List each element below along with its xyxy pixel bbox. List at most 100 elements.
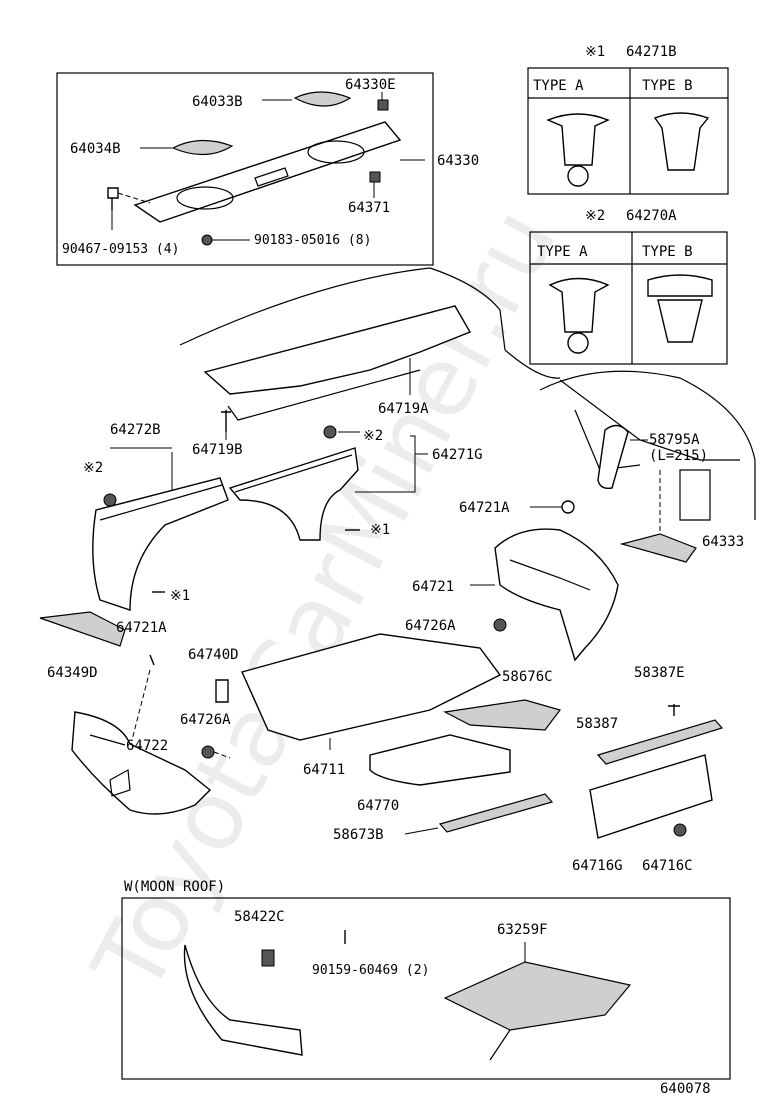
part-64740D-shape: [215, 679, 229, 703]
legend-clip1-type-b: TYPE B: [642, 78, 693, 94]
part-64722-shape: [71, 711, 212, 815]
part-64719A-shape: [203, 305, 472, 395]
legend-clip1-type-a: TYPE A: [533, 78, 584, 94]
screw-90467: [107, 187, 119, 210]
part-64711-shape: [241, 633, 502, 741]
legend-clip1-box: [527, 67, 729, 195]
speaker-opening-right: [307, 140, 365, 164]
label-64716C: 64716C: [642, 858, 693, 874]
rear-trim-panel: 58387E 58387 64716G 64716C: [572, 665, 724, 874]
label-64711: 64711: [303, 762, 345, 778]
label-64034B: 64034B: [70, 141, 121, 157]
label-64716G: 64716G: [572, 858, 623, 874]
clip2-type-b-shape: [657, 299, 703, 343]
label-90183: 90183-05016 (8): [254, 233, 371, 248]
part-58673B-shape: [438, 793, 554, 833]
clip2-type-a-shape: [548, 277, 610, 333]
label-64721A-right: 64721A: [459, 500, 510, 516]
speaker-opening-left: [176, 186, 234, 210]
trunk-side-trim: 64272B ※2 ※2 64271G ※1 ※1: [83, 422, 483, 611]
clip-64721A-right: [561, 500, 575, 514]
part-64349D-shape: [39, 611, 126, 647]
clip-mark2-right: [323, 425, 337, 439]
label-64271G: 64271G: [432, 447, 483, 463]
body-outline: [179, 267, 756, 521]
package-tray-panel: [133, 121, 402, 223]
label-90159: 90159-60469 (2): [312, 963, 429, 978]
part-58795A-shape: [597, 424, 629, 490]
label-64330E: 64330E: [345, 77, 396, 93]
part-58676C-shape: [443, 699, 562, 731]
clip1-type-b-shape: [653, 112, 710, 171]
label-58422C: 58422C: [234, 909, 285, 925]
label-64726A-right: 64726A: [405, 618, 456, 634]
nut-90183: [201, 234, 213, 246]
clip2-type-b-head: [647, 274, 713, 297]
tray-slot: [254, 167, 289, 187]
clip-64371: [369, 171, 381, 183]
legend-clip2-type-b: TYPE B: [642, 244, 693, 260]
moon-roof-side-panel: [183, 944, 303, 1056]
mark1-right: ※1: [370, 522, 390, 538]
clip-64726A-left: [201, 745, 215, 759]
clip-64330E: [377, 99, 389, 111]
label-63259F: 63259F: [497, 922, 548, 938]
mark2-right: ※2: [363, 428, 383, 444]
legend-clip2-type-a: TYPE A: [537, 244, 588, 260]
label-90467: 90467-09153 (4): [62, 242, 179, 257]
legend-clip2-box: [529, 231, 728, 365]
part-58422C-shape: [261, 949, 275, 967]
right-side-items: 58795A (L=215) 64333 64721A 64721 64726A: [405, 424, 744, 662]
legend-clip2: ※2 64270A TYPE A TYPE B: [529, 208, 728, 365]
label-64740D: 64740D: [188, 647, 239, 663]
diagram-id: 640078: [660, 1081, 711, 1097]
moon-roof-group: W(MOON ROOF) 58422C 90159-60469 (2) 6325…: [121, 879, 731, 1080]
label-64719A: 64719A: [378, 401, 429, 417]
label-64719B: 64719B: [192, 442, 243, 458]
part-63259F-shape: [443, 961, 632, 1031]
label-64333: 64333: [702, 534, 744, 550]
label-64272B: 64272B: [110, 422, 161, 438]
label-64349D: 64349D: [47, 665, 98, 681]
legend-clip2-symbol: ※2: [585, 208, 605, 224]
part-64721-shape: [494, 528, 619, 662]
part-64333-shape: [619, 533, 697, 563]
clip1-type-a-shape: [546, 113, 610, 166]
label-64371: 64371: [348, 200, 390, 216]
label-64721: 64721: [412, 579, 454, 595]
label-64726A-left: 64726A: [180, 712, 231, 728]
part-64770-shape: [369, 734, 511, 786]
label-58795A-length: (L=215): [649, 448, 708, 464]
clip-64716C: [673, 823, 687, 837]
label-58387: 58387: [576, 716, 618, 732]
legend-clip1-symbol: ※1: [585, 44, 605, 60]
label-64033B: 64033B: [192, 94, 243, 110]
label-58387E: 58387E: [634, 665, 685, 681]
trunk-upper-trim: 64719A 64719B: [192, 305, 472, 458]
left-side-items: 64349D 64721A 64740D 64726A 64722: [39, 611, 239, 815]
speaker-cover-64033B: [293, 91, 352, 107]
moon-roof-title: W(MOON ROOF): [124, 879, 225, 895]
mark2-left: ※2: [83, 460, 103, 476]
label-58795A: 58795A: [649, 432, 700, 448]
speaker-cover-64034B: [171, 139, 234, 156]
package-tray-group: 64330E 64033B 64034B 64330 64371 90467-0…: [56, 72, 479, 266]
part-64271G-shape: [228, 447, 359, 541]
label-64721A-left: 64721A: [116, 620, 167, 636]
label-58673B: 58673B: [333, 827, 384, 843]
part-58387-shape: [596, 719, 724, 765]
part-64716G-shape: [589, 754, 713, 839]
label-64722: 64722: [126, 738, 168, 754]
legend-clip1: ※1 64271B TYPE A TYPE B: [527, 44, 729, 195]
legend-clip2-part: 64270A: [626, 208, 677, 224]
part-64272B-shape: [92, 477, 229, 611]
label-64770: 64770: [357, 798, 399, 814]
clip-mark2-left: [103, 493, 117, 507]
mark1-left: ※1: [170, 588, 190, 604]
moon-roof-box: [121, 897, 731, 1080]
legend-clip1-part: 64271B: [626, 44, 677, 60]
clip-64726A-right: [493, 618, 507, 632]
trunk-floor-items: 64711 58676C 64770 58673B: [241, 633, 562, 843]
